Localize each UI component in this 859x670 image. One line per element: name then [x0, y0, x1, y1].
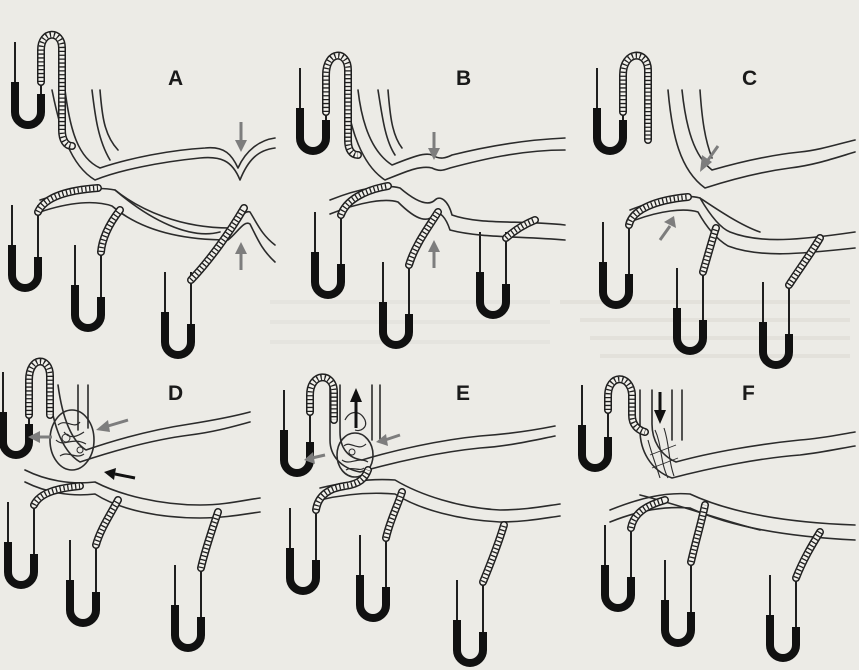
panel-letter-c: C [742, 67, 757, 90]
manometer-e2 [290, 508, 316, 591]
panel-letter-f: F [742, 382, 755, 405]
vessel-c-lower-2 [630, 210, 855, 254]
grey-arrow-icon [96, 420, 128, 432]
manometer-a2 [12, 205, 38, 288]
manometer-d2 [8, 502, 34, 585]
grey-arrow-icon [428, 240, 440, 268]
vessel-c-upper-3 [700, 90, 712, 158]
black-arrow-icon [104, 468, 135, 480]
aneurysm-sac-d [50, 410, 94, 470]
grey-arrow-icon [235, 122, 247, 152]
manometer-a4 [165, 272, 191, 355]
manometer-c2 [603, 222, 629, 305]
grey-arrow-icon [235, 242, 247, 270]
vessel-b-upper-1 [345, 90, 565, 180]
panel-letter-b: B [456, 67, 471, 90]
grey-arrow-icon [428, 132, 440, 160]
panel-letter-e: E [456, 382, 470, 405]
vessel-a-upper-4 [100, 90, 118, 150]
manometer-d3 [70, 540, 96, 623]
panel-a: A [12, 35, 275, 355]
manometer-a3 [75, 245, 101, 328]
manometer-f4 [770, 575, 796, 658]
vessel-c-cross [700, 198, 760, 232]
vessel-c-upper-1 [668, 90, 855, 188]
manometer-b2 [315, 212, 341, 295]
panel-f: F [582, 379, 855, 658]
vessel-b-upper-4 [388, 90, 402, 148]
manometer-f2 [605, 525, 631, 608]
manometer-e3 [360, 535, 386, 618]
grey-arrow-icon [660, 216, 676, 240]
manometer-c4 [763, 282, 789, 365]
vessel-a-upper-2 [65, 90, 275, 168]
panel-letter-a: A [168, 67, 183, 90]
manometer-f3 [665, 560, 691, 643]
panel-d: D [3, 361, 260, 648]
manometer-e4 [457, 580, 483, 663]
vessel-e-lower-2 [320, 493, 560, 522]
black-arrow-icon [350, 388, 362, 428]
manometer-d4 [175, 565, 201, 648]
panel-e: E [284, 377, 560, 663]
black-arrow-icon [654, 392, 666, 424]
vessel-a-branch [115, 190, 220, 234]
panel-letter-d: D [168, 382, 183, 405]
